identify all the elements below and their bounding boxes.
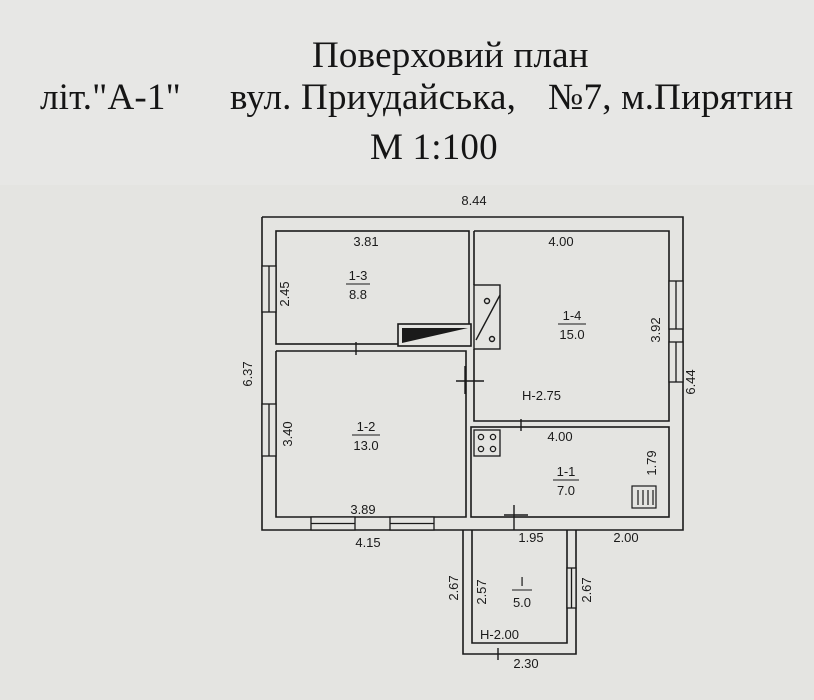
plan-subtitle-street: вул. Приудайська, xyxy=(230,77,517,118)
radiator-icon xyxy=(631,485,657,509)
dim-room13-height: 2.45 xyxy=(277,281,292,306)
porch-area: 5.0 xyxy=(513,595,531,610)
dim-room12-height: 3.40 xyxy=(280,421,295,446)
room-1-3-area: 8.8 xyxy=(349,287,367,302)
dim-overall-width: 8.44 xyxy=(461,193,486,208)
room-1-1-id: 1-1 xyxy=(557,464,576,479)
plan-subtitle-number: №7, м.Пирятин xyxy=(548,77,794,118)
room-1-2-area: 13.0 xyxy=(353,438,378,453)
plan-subtitle-litera: літ."А-1" xyxy=(40,77,181,118)
outer-wall xyxy=(261,216,684,531)
window-room-1-2-left xyxy=(261,403,277,457)
room-1-4-area: 15.0 xyxy=(559,327,584,342)
dim-room11-width: 4.00 xyxy=(547,429,572,444)
dim-room13-width: 3.81 xyxy=(353,234,378,249)
room-1-4-outline xyxy=(473,230,670,422)
dim-room11-height: 1.79 xyxy=(644,450,659,475)
dim-room12-width: 3.89 xyxy=(350,502,375,517)
window-room-1-2-bottom-2 xyxy=(389,516,435,531)
dim-porch-width: 2.30 xyxy=(513,656,538,671)
height-porch: Н-2.00 xyxy=(480,627,519,642)
dim-bottom-right: 2.00 xyxy=(613,530,638,545)
title-block: Поверховий план літ."А-1" вул. Приудайсь… xyxy=(0,0,814,185)
dim-bottom-mid: 1.95 xyxy=(518,530,543,545)
plan-area xyxy=(0,185,814,700)
dim-porch-right: 2.67 xyxy=(579,577,594,602)
room-1-4-id: 1-4 xyxy=(563,308,582,323)
room-1-1-outline xyxy=(470,426,670,518)
plan-scale: М 1:100 xyxy=(370,127,498,168)
dim-left-total-height: 6.37 xyxy=(240,361,255,386)
dim-right-total-height: 6.44 xyxy=(683,369,698,394)
dim-porch-outer-left: 2.67 xyxy=(446,575,461,600)
cooktop-icon xyxy=(473,429,501,457)
dim-room14-height: 3.92 xyxy=(648,317,663,342)
dim-room14-width: 4.00 xyxy=(548,234,573,249)
room-1-2-outline xyxy=(275,350,467,518)
window-room-1-2-bottom-1 xyxy=(310,516,356,531)
room-1-1-area: 7.0 xyxy=(557,483,575,498)
stove-icon xyxy=(473,284,501,350)
boiler-icon xyxy=(397,323,472,347)
dim-bottom-left: 4.15 xyxy=(355,535,380,550)
height-main: Н-2.75 xyxy=(522,388,561,403)
window-room-1-4 xyxy=(668,280,684,330)
dim-porch-inner-left: 2.57 xyxy=(474,579,489,604)
window-porch xyxy=(566,567,577,609)
room-1-2-id: 1-2 xyxy=(357,419,376,434)
window-room-1-3 xyxy=(261,265,277,313)
window-room-1-4-lower xyxy=(668,341,684,383)
plan-title: Поверховий план xyxy=(312,35,589,76)
room-1-3-id: 1-3 xyxy=(349,268,368,283)
door-marks xyxy=(355,342,528,660)
porch-id: I xyxy=(520,574,524,589)
